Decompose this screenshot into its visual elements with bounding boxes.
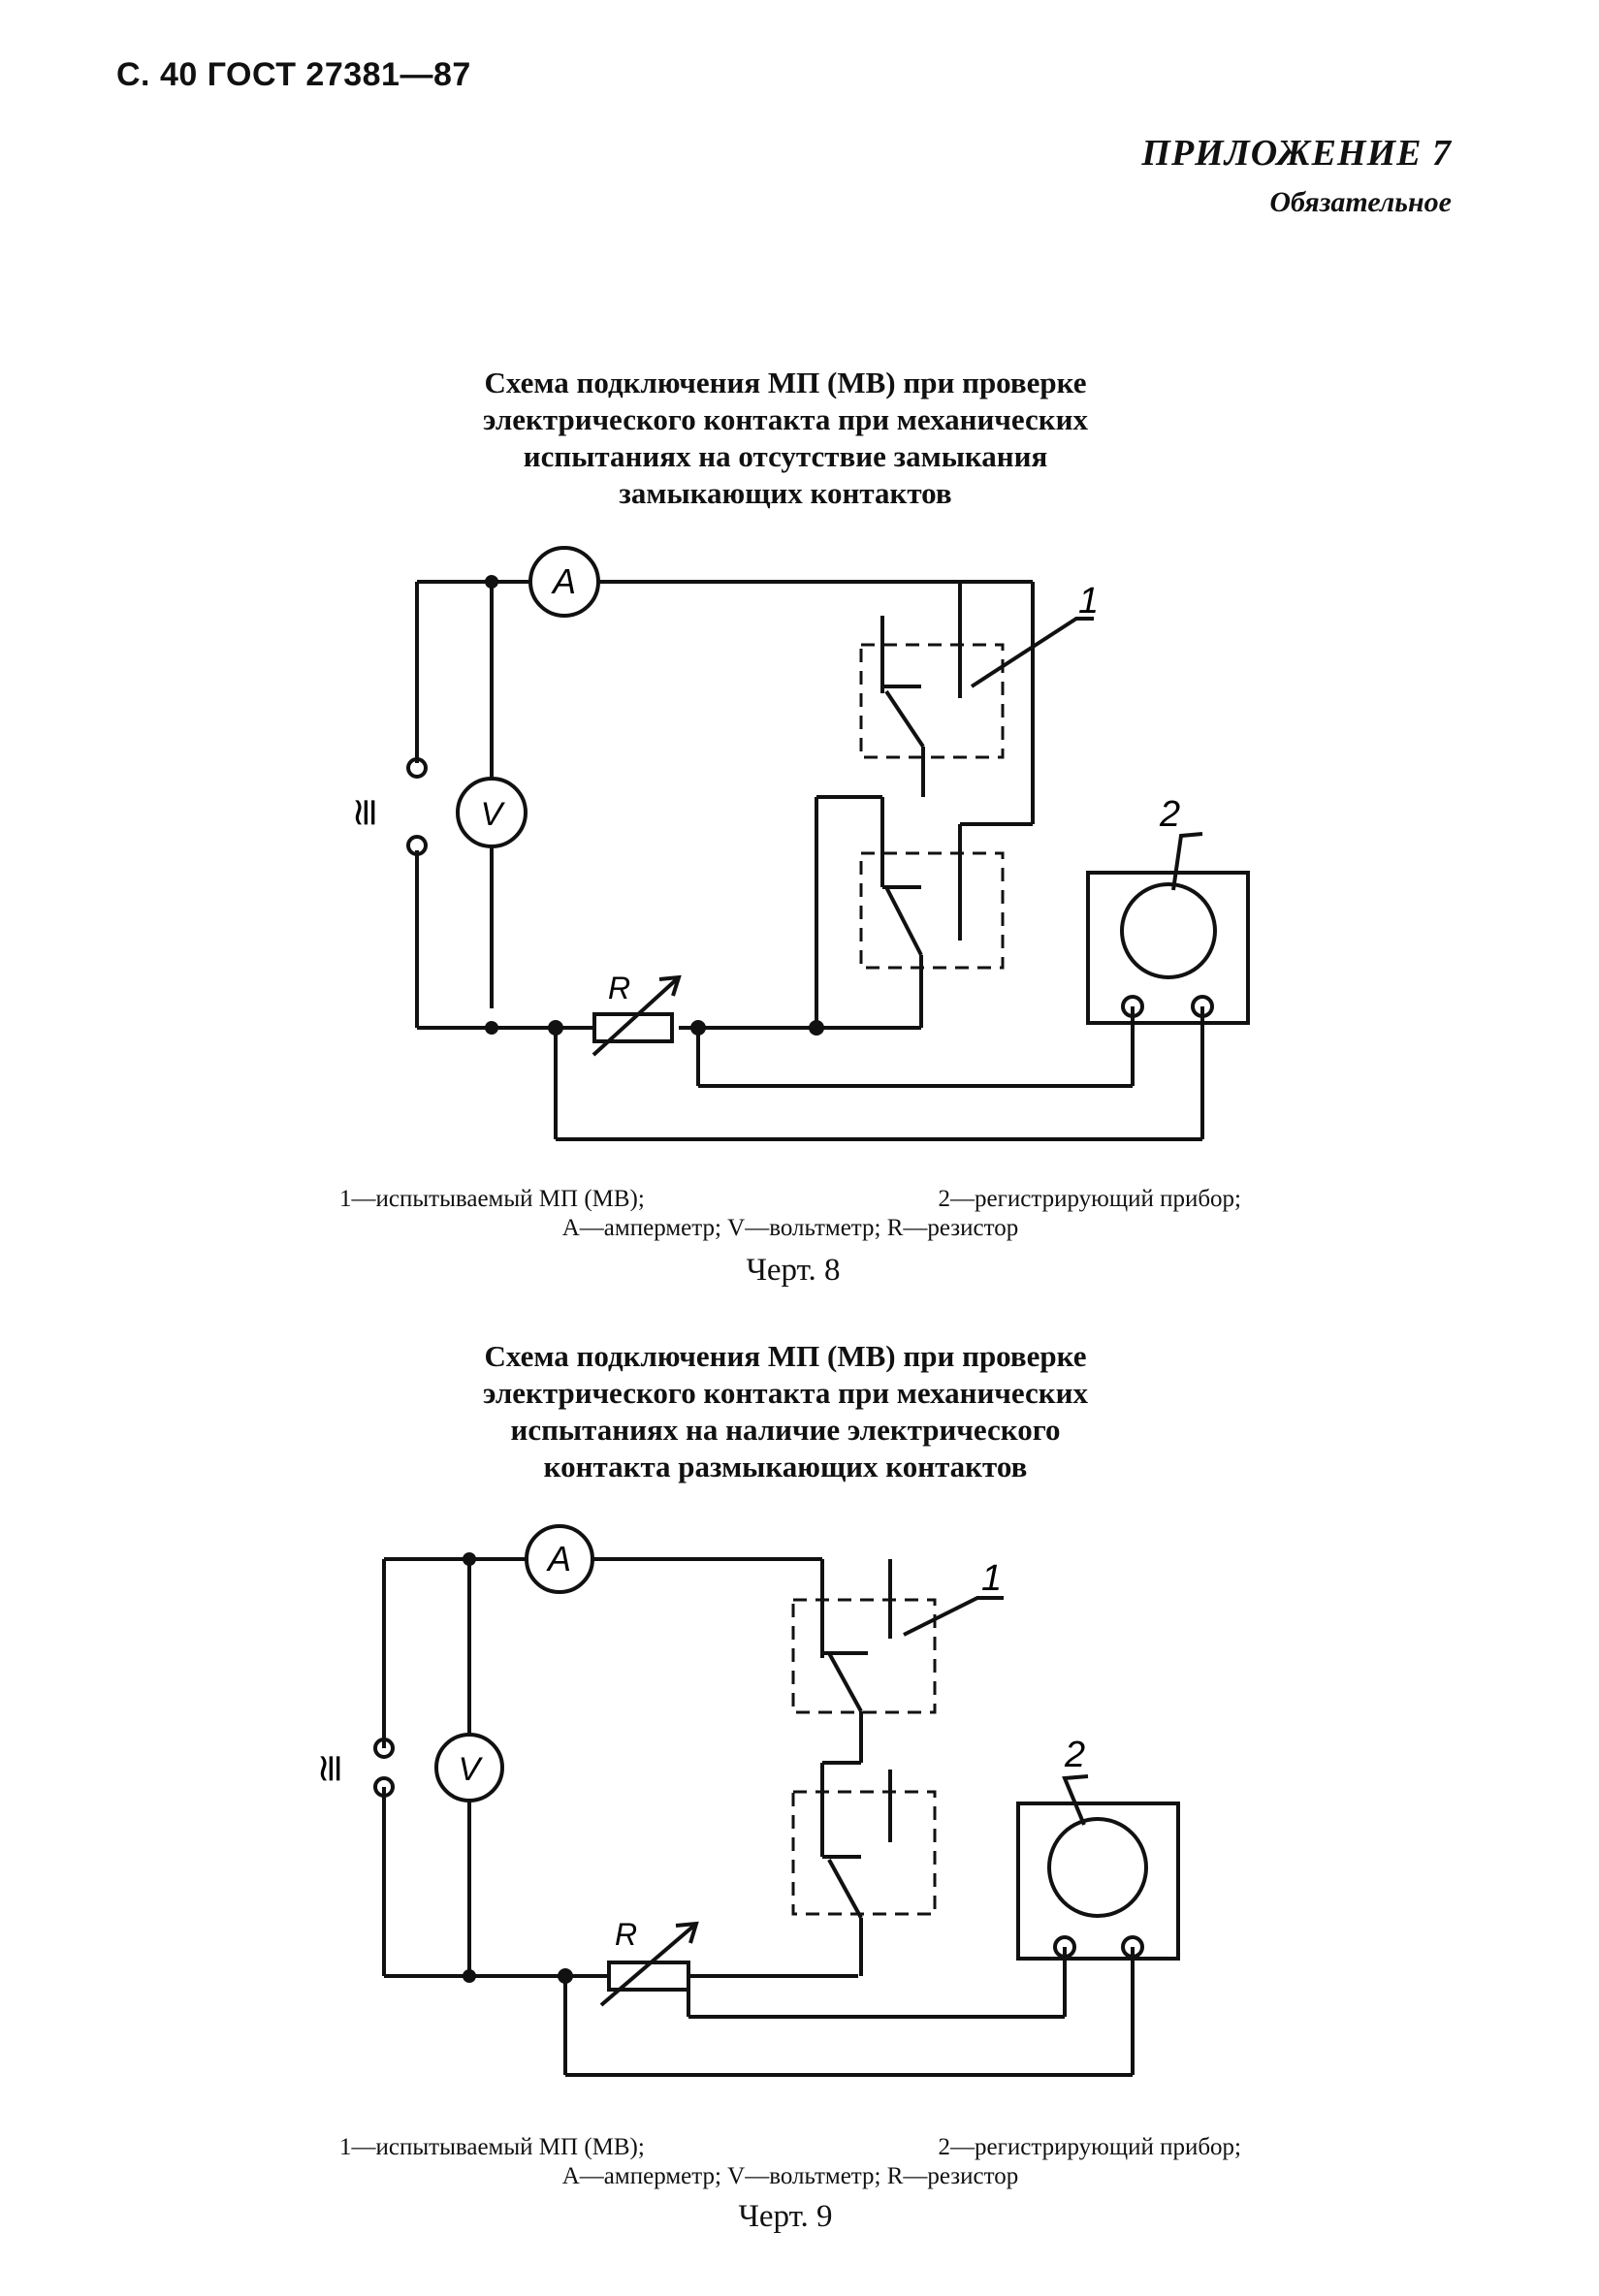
caption-item-1: 1—испытываемый МП (МВ); [339,2134,645,2160]
source-symbol: ≅ [309,1752,352,1785]
recording-device-terminal [1191,995,1214,1018]
source-symbol: ≅ [344,796,387,829]
voltmeter-label: V [459,1751,484,1788]
recording-device-terminal [1121,1935,1144,1959]
wire [827,1859,863,1919]
recording-device [1086,871,1250,1025]
wire [884,886,923,956]
device-1-housing-lower [859,851,1005,970]
junction-dot [485,1021,498,1035]
item-1-label: 1 [981,1558,1002,1599]
leader-line-2 [1062,1774,1089,1826]
figure9-caption: 1—испытываемый МП (МВ); 2—регистрирующий… [339,2133,1241,2191]
source-terminal [406,757,428,779]
recording-device [1016,1802,1180,1961]
appendix-heading: ПРИЛОЖЕНИЕ 7 Обязательное [1141,132,1452,219]
device-1-housing-upper [791,1598,937,1714]
source-terminal [373,1776,395,1798]
figure8-title: Схема подключения МП (МВ) при проверке э… [320,365,1251,512]
junction-dot [463,1552,476,1566]
resistor-arrow [592,975,681,1057]
figure8-title-line: замыкающих контактов [619,476,952,510]
voltmeter-label: V [481,796,506,833]
leader-line-1 [970,617,1094,688]
wire [827,1652,863,1712]
appendix-title: ПРИЛОЖЕНИЕ 7 [1141,133,1452,174]
recording-device-terminal [1121,995,1144,1018]
recording-device-terminal [1053,1935,1076,1959]
junction-dot [690,1020,706,1036]
figure9-title-line: Схема подключения МП (МВ) при проверке [484,1339,1087,1373]
source-terminal [373,1738,395,1759]
voltmeter-circle [456,777,528,848]
junction-dot [809,1020,824,1036]
device-1-housing-upper [859,643,1005,759]
resistor-arrow [599,1922,698,2007]
page-reference: С. 40 ГОСТ 27381—87 [116,56,471,93]
resistor-arrowhead [675,1921,699,1944]
caption-item-2: 2—регистрирующий прибор; [938,2134,1241,2160]
figure9-label: Черт. 9 [738,2199,833,2234]
figure9-title-line: электрического контакта при механических [483,1376,1088,1410]
caption-legend: А—амперметр; V—вольтметр; R—резистор [561,1215,1019,1241]
figure8-label: Черт. 8 [746,1253,841,1288]
resistor-label: R [615,1917,637,1952]
figure8-title-line: электрического контакта при механических [483,402,1088,436]
figure9-title-line: контакта размыкающих контактов [543,1450,1028,1483]
figure8-circuit-diagram: A V R ≅ 1 2 [344,546,1250,1141]
figure9-title-line: испытаниях на наличие электрического [510,1413,1061,1447]
figure8-title-line: испытаниях на отсутствие замыкания [523,439,1048,473]
ammeter-circle [525,1524,594,1594]
ammeter-label: A [551,561,576,601]
appendix-status: Обязательное [1269,186,1452,218]
wire [884,689,925,749]
figure8-caption: 1—испытываемый МП (МВ); 2—регистрирующий… [339,1185,1241,1243]
leader-line-1 [903,1596,1004,1637]
voltmeter-circle [434,1733,504,1802]
figure8-title-line: Схема подключения МП (МВ) при проверке [484,366,1087,399]
item-2-label: 2 [1064,1735,1085,1775]
resistor-label: R [608,971,630,1005]
junction-dot [558,1968,573,1984]
ammeter-label: A [546,1539,571,1578]
caption-item-1: 1—испытываемый МП (МВ); [339,1186,645,1212]
item-2-label: 2 [1159,794,1180,835]
recording-device-dial [1047,1817,1148,1918]
resistor-arrowhead [658,974,682,997]
device-1-housing-lower [791,1790,937,1916]
junction-dot [485,575,498,589]
item-1-label: 1 [1078,581,1099,622]
figure9-circuit-diagram: A V R ≅ 1 2 [309,1524,1180,2077]
source-terminal [406,835,428,856]
junction-dot [548,1020,563,1036]
caption-item-2: 2—регистрирующий прибор; [938,1186,1241,1212]
ammeter-circle [528,546,600,618]
leader-line-2 [1171,832,1203,891]
recording-device-dial [1120,882,1217,979]
caption-legend: А—амперметр; V—вольтметр; R—резистор [561,2163,1019,2189]
junction-dot [463,1969,476,1983]
resistor [592,1012,674,1043]
figure9-title: Схема подключения МП (МВ) при проверке э… [320,1338,1251,1485]
